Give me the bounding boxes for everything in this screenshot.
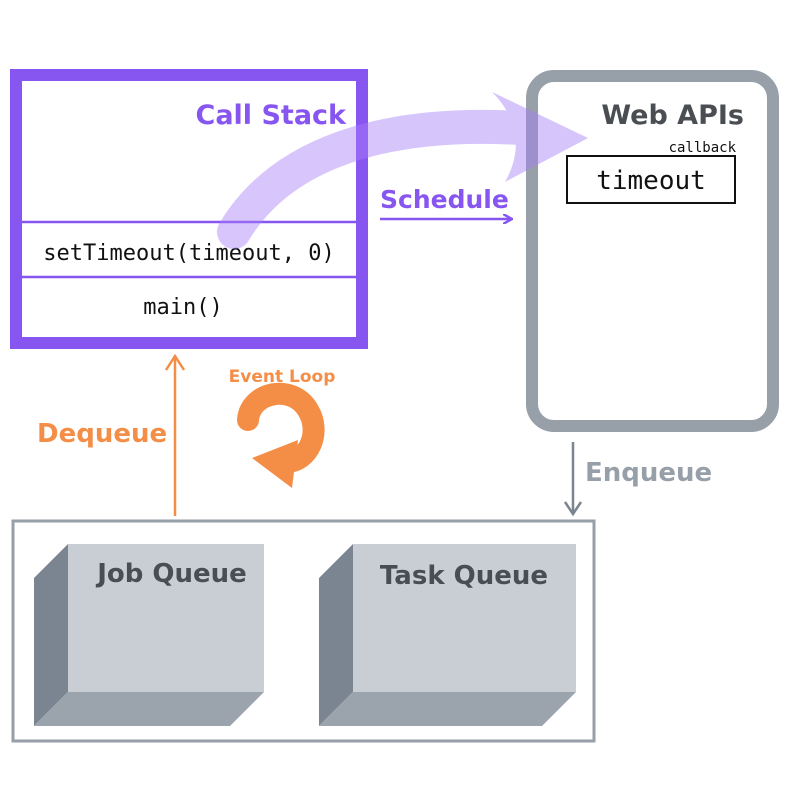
dequeue-arrow: Dequeue	[37, 353, 186, 516]
task-queue-face	[353, 544, 576, 692]
callback-name: timeout	[596, 166, 706, 196]
stack-frame-settimeout: setTimeout(timeout, 0)	[43, 241, 334, 266]
event-loop: Event Loop	[229, 367, 336, 488]
web-apis-title: Web APIs	[601, 100, 744, 131]
event-loop-icon	[237, 382, 325, 488]
task-queue-label: Task Queue	[380, 561, 548, 591]
callback-box	[566, 155, 736, 204]
dequeue-label: Dequeue	[37, 419, 167, 449]
schedule-label: Schedule	[380, 185, 509, 214]
job-queue: Job Queue	[34, 544, 264, 726]
job-queue-label: Job Queue	[95, 559, 247, 589]
enqueue-arrow: Enqueue	[563, 442, 712, 517]
callback-label: callback	[669, 140, 737, 156]
event-loop-label: Event Loop	[229, 367, 336, 387]
task-queue-side	[319, 544, 353, 726]
web-apis: Web APIs callback timeout	[526, 70, 779, 432]
task-queue-bottom	[319, 692, 576, 726]
call-stack-frame	[10, 69, 368, 349]
stack-frame-main: main()	[143, 295, 222, 320]
task-queue: Task Queue	[319, 544, 576, 726]
job-queue-bottom	[34, 692, 264, 726]
call-stack: Call Stack setTimeout(timeout, 0) main()	[10, 69, 368, 349]
call-stack-title: Call Stack	[196, 100, 348, 131]
schedule-arrow: Schedule	[380, 185, 511, 219]
enqueue-label: Enqueue	[585, 458, 712, 488]
enqueue-arrowhead	[563, 501, 583, 517]
job-queue-side	[34, 544, 68, 726]
move-to-webapi-arrow	[217, 92, 588, 249]
job-queue-face	[68, 544, 264, 692]
dequeue-arrowhead	[164, 353, 186, 371]
